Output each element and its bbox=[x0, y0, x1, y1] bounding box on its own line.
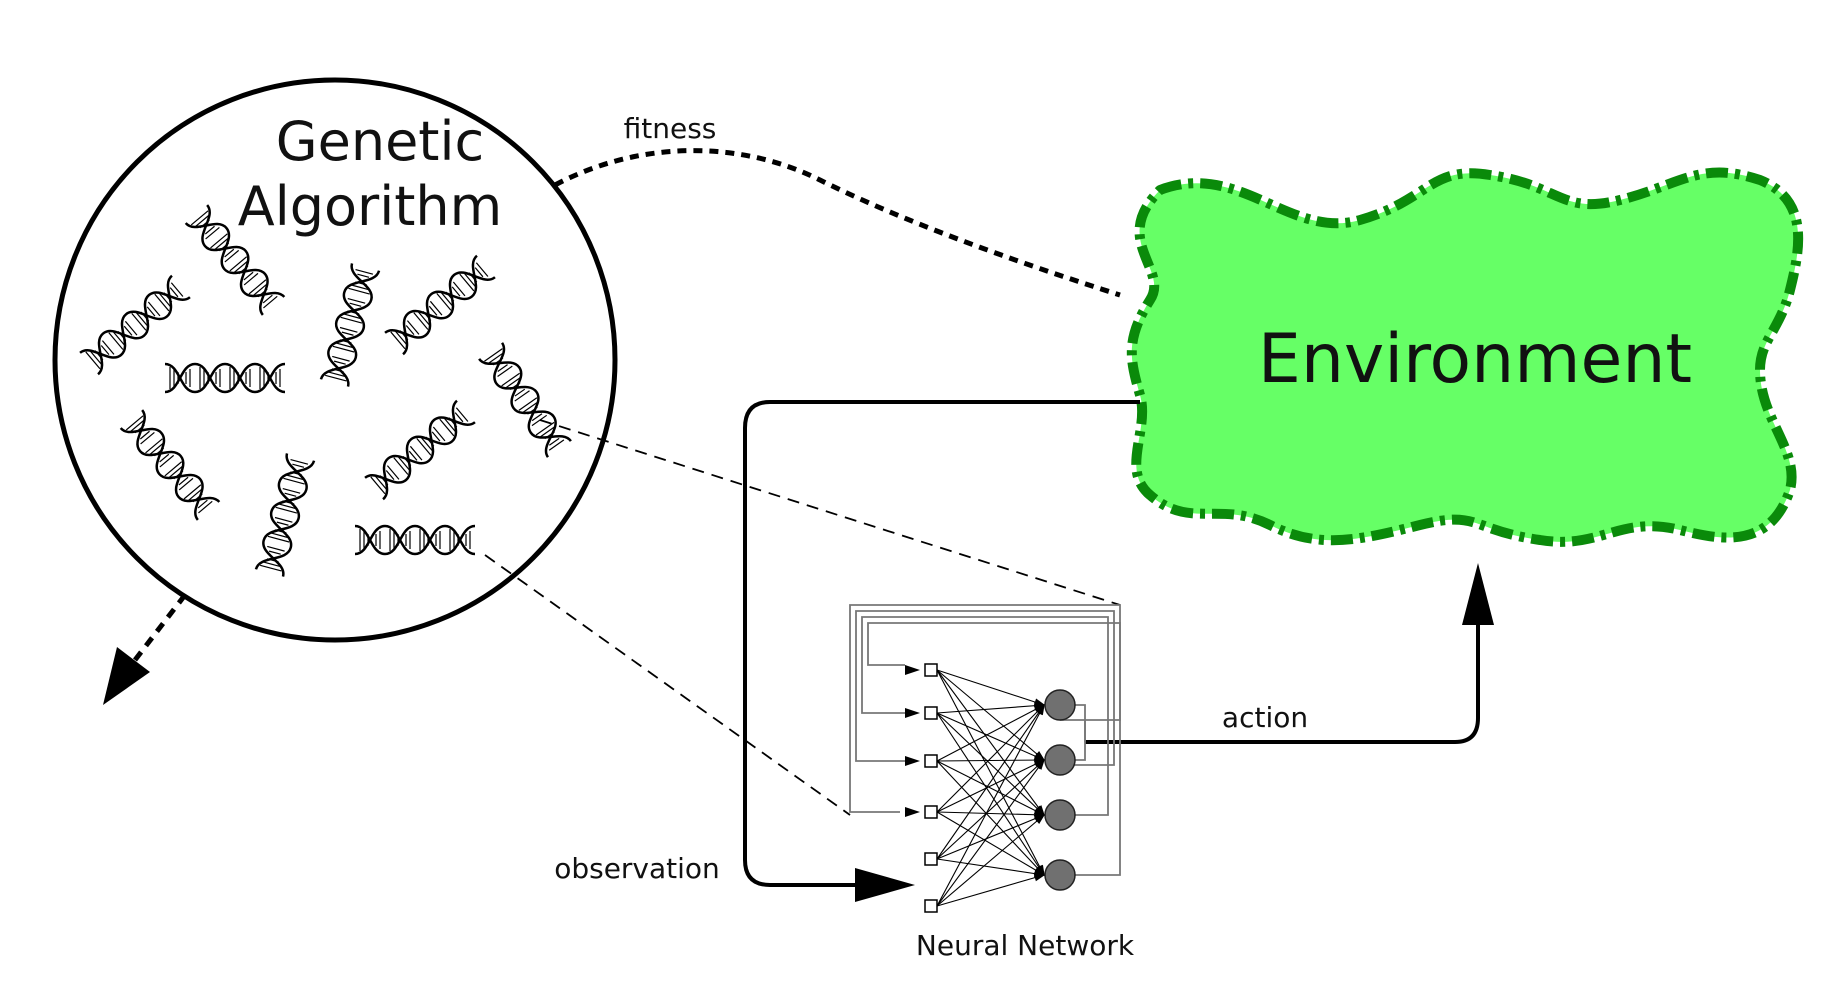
network-connection bbox=[936, 759, 1045, 813]
network-connection bbox=[936, 704, 1045, 813]
genome-to-network-zoom-lines bbox=[484, 419, 1121, 816]
fitness-label: fitness bbox=[624, 112, 717, 145]
connection-arrowhead bbox=[1036, 703, 1045, 716]
input-node bbox=[924, 754, 938, 768]
network-connection bbox=[936, 759, 1045, 860]
environment-node: Environment bbox=[1126, 167, 1804, 547]
neuron bbox=[1044, 859, 1076, 891]
network-connection bbox=[936, 712, 1045, 876]
dashed-arrow-icon bbox=[103, 593, 187, 705]
network-connection bbox=[936, 874, 1045, 907]
neurons bbox=[1044, 689, 1076, 891]
action-edge: action bbox=[1085, 563, 1494, 744]
observation-edge: observation bbox=[554, 400, 1140, 902]
input-node bbox=[924, 852, 938, 866]
network-connection bbox=[936, 712, 1045, 816]
network-connection bbox=[936, 669, 1045, 706]
network-connection bbox=[936, 704, 1045, 762]
genetic-algorithm-title-line2: Algorithm bbox=[238, 175, 502, 238]
neural-network-label: Neural Network bbox=[916, 929, 1135, 962]
network-connection bbox=[936, 704, 1045, 714]
network-connection bbox=[936, 669, 1045, 876]
network-connection bbox=[936, 811, 1045, 816]
observation-label: observation bbox=[554, 852, 720, 885]
input-nodes bbox=[924, 663, 938, 913]
environment-cloud bbox=[1126, 167, 1804, 547]
network-connection bbox=[936, 858, 1045, 876]
neuron bbox=[1044, 689, 1076, 721]
fitness-edge: fitness bbox=[553, 112, 1121, 298]
network-connection bbox=[936, 712, 1045, 761]
network-connection bbox=[936, 760, 1045, 816]
input-arrows bbox=[905, 665, 920, 817]
connection-arrowhead bbox=[1033, 874, 1046, 882]
input-node bbox=[924, 805, 938, 819]
network-connection bbox=[936, 669, 1045, 761]
network-connection bbox=[936, 759, 1045, 762]
neuron bbox=[1044, 744, 1076, 776]
network-connection bbox=[936, 811, 1045, 876]
network-connection bbox=[936, 704, 1045, 860]
network-connection bbox=[936, 760, 1045, 876]
input-node bbox=[924, 663, 938, 677]
connection-arrowhead bbox=[1034, 813, 1046, 825]
connection-arrowhead bbox=[1035, 758, 1046, 770]
action-label: action bbox=[1222, 701, 1308, 734]
recurrent-connections bbox=[849, 604, 1121, 876]
network-connection bbox=[936, 814, 1045, 860]
input-node bbox=[924, 899, 938, 913]
genetic-algorithm-title-line1: Genetic bbox=[276, 110, 484, 173]
neural-network-node: Neural Network bbox=[849, 604, 1135, 962]
genetic-algorithm-node: Genetic Algorithm bbox=[52, 77, 618, 643]
network-connection bbox=[936, 704, 1045, 907]
network-connections bbox=[936, 669, 1046, 907]
input-node bbox=[924, 706, 938, 720]
network-connection bbox=[936, 814, 1045, 907]
network-connection bbox=[936, 669, 1045, 816]
network-connection bbox=[936, 759, 1045, 907]
environment-label: Environment bbox=[1258, 320, 1692, 399]
neuron bbox=[1044, 799, 1076, 831]
